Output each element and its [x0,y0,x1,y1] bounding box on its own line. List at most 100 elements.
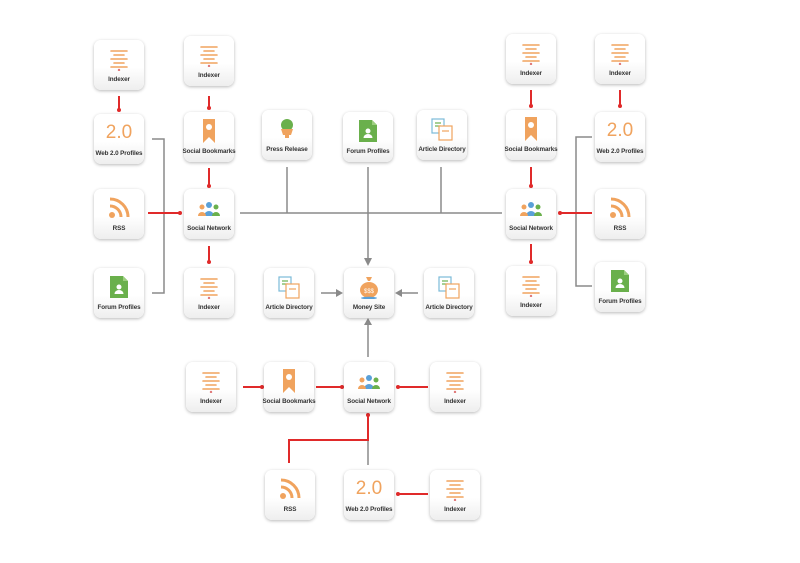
article-directory-icon [438,276,460,299]
arrowhead-money-bottom [364,318,372,325]
node-label: Press Release [266,146,308,153]
red-dot [340,385,344,389]
node-web20-profiles[interactable]: 2.0 Web 2.0 Profiles [344,470,394,520]
link-rss-sn-bottom [288,415,369,463]
node-indexer[interactable]: Indexer [506,34,556,84]
node-social-bookmarks[interactable]: Social Bookmarks [183,112,236,162]
node-social-network[interactable]: Social Network [184,189,234,239]
indexer-icon [200,278,218,299]
node-label: Forum Profiles [346,148,390,155]
forum-profile-icon [359,120,377,142]
node-money-site[interactable]: $$$ Money Site [344,268,394,318]
node-label: Article Directory [265,304,313,311]
node-label: Web 2.0 Profiles [345,506,393,513]
node-social-network[interactable]: Social Network [506,189,556,239]
red-dot [178,211,182,215]
red-dot [396,492,400,496]
node-label: Article Directory [418,146,466,153]
forum-profile-icon [110,276,128,298]
node-label: Social Network [187,225,231,232]
web20-glyph: 2.0 [105,122,133,143]
node-label: Indexer [444,506,466,513]
red-dot [396,385,400,389]
arrowhead-money-left [336,289,343,297]
red-dot [529,184,533,188]
node-label: Indexer [198,304,220,311]
node-press-release[interactable]: Press Release [262,110,312,160]
web20-glyph: 2.0 [355,478,383,499]
arrowhead-money-top [364,258,372,266]
node-label: Indexer [609,70,631,77]
svg-text:$$$: $$$ [364,289,375,295]
node-web20-profiles[interactable]: 2.0 Web 2.0 Profiles [595,112,645,162]
bookmark-icon [203,119,215,143]
article-directory-icon [278,276,300,299]
indexer-icon [446,372,464,393]
article-directory-icon [431,118,453,141]
press-release-icon [281,119,293,138]
node-rss[interactable]: RSS [265,470,315,520]
node-label: RSS [283,506,297,513]
bookmark-icon [525,117,537,141]
node-forum-profiles[interactable]: Forum Profiles [343,112,393,162]
node-label: Indexer [520,302,542,309]
node-label: Indexer [520,70,542,77]
people-icon [358,375,380,389]
node-label: Social Bookmarks [182,148,236,155]
node-forum-profiles[interactable]: Forum Profiles [595,262,645,312]
node-forum-profiles[interactable]: Forum Profiles [94,268,144,318]
rss-icon [109,197,130,218]
red-dot [207,184,211,188]
node-social-bookmarks[interactable]: Social Bookmarks [263,362,316,412]
right-bracket [575,136,592,287]
node-indexer[interactable]: Indexer [595,34,645,84]
red-dot [117,108,121,112]
node-label: Forum Profiles [598,298,642,305]
node-indexer[interactable]: Indexer [430,362,480,412]
red-dot [529,104,533,108]
indexer-icon [446,480,464,501]
indexer-icon [611,44,629,65]
node-rss[interactable]: RSS [94,189,144,239]
web20-glyph: 2.0 [606,120,634,141]
money-bag-icon: $$$ [360,277,378,299]
node-indexer[interactable]: Indexer [184,36,234,86]
node-indexer[interactable]: Indexer [506,266,556,316]
indexer-icon [110,50,128,71]
node-label: Social Bookmarks [262,398,316,405]
rss-icon [280,478,301,499]
red-dot [207,106,211,110]
node-social-bookmarks[interactable]: Social Bookmarks [505,110,558,160]
red-dot [260,385,264,389]
node-indexer[interactable]: Indexer [94,40,144,90]
indexer-icon [522,44,540,65]
node-social-network[interactable]: Social Network [344,362,394,412]
node-label: Indexer [108,76,130,83]
node-label: Indexer [198,72,220,79]
red-dot [366,413,370,417]
node-indexer[interactable]: Indexer [184,268,234,318]
node-label: Indexer [444,398,466,405]
node-article-directory[interactable]: Article Directory [264,268,314,318]
red-dot [529,260,533,264]
indexer-icon [522,276,540,297]
people-icon [520,202,542,216]
node-label: Web 2.0 Profiles [596,148,644,155]
left-bracket [152,138,165,294]
red-dot [207,260,211,264]
red-dot [558,211,562,215]
indexer-icon [202,372,220,393]
node-indexer[interactable]: Indexer [430,470,480,520]
node-label: Forum Profiles [97,304,141,311]
node-label: Article Directory [425,304,473,311]
node-label: Indexer [200,398,222,405]
node-rss[interactable]: RSS [595,189,645,239]
node-article-directory[interactable]: Article Directory [424,268,474,318]
node-article-directory[interactable]: Article Directory [417,110,467,160]
node-label: Web 2.0 Profiles [95,150,143,157]
node-web20-profiles[interactable]: 2.0 Web 2.0 Profiles [94,114,144,164]
indexer-icon [200,46,218,67]
node-indexer[interactable]: Indexer [186,362,236,412]
